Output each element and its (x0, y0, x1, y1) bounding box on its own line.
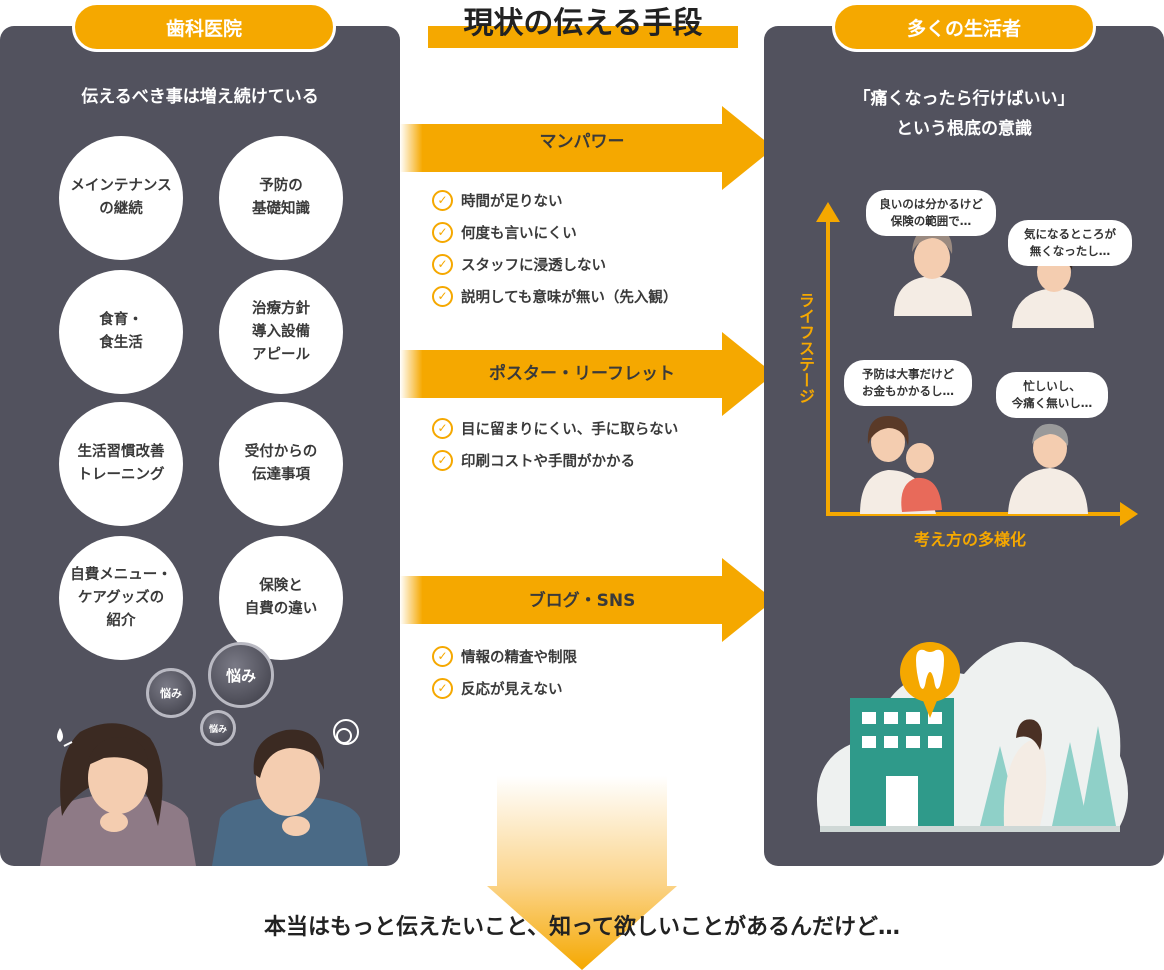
topic-circle: 受付からの 伝達事項 (219, 402, 343, 526)
issue-item: ✓反応が見えない (432, 672, 577, 704)
speech-bubble: 忙しいし、 今痛く無いし… (996, 372, 1108, 418)
issue-item: ✓情報の精査や制限 (432, 640, 577, 672)
axis-y-label: ライフステージ (796, 292, 815, 404)
clinic-label: 歯科医院 (72, 2, 336, 52)
issue-item: ✓スタッフに浸透しない (432, 248, 677, 280)
clinic-staff-illustration (40, 719, 368, 866)
speech-bubble: 気になるところが 無くなったし… (1008, 220, 1132, 266)
person-icon (860, 416, 942, 514)
method-label: ポスター・リーフレット (489, 364, 675, 384)
conclusion-text: 本当はもっと伝えたいこと、知って欲しいことがあるんだけど… (263, 915, 901, 940)
topic-circle: 治療方針 導入設備 アピール (219, 270, 343, 394)
topic-circle: 保険と 自費の違い (219, 536, 343, 660)
check-icon: ✓ (432, 189, 453, 211)
issue-list: ✓目に留まりにくい、手に取らない ✓印刷コストや手間がかかる (432, 412, 678, 476)
consumers-heading: 「痛くなったら行けばいい」 という根底の意識 (853, 89, 1075, 139)
check-icon: ✓ (432, 449, 453, 471)
tooth-icon (916, 649, 944, 689)
issue-item: ✓目に留まりにくい、手に取らない (432, 412, 678, 444)
speech-bubble: 予防は大事だけど お金もかかるし… (844, 360, 972, 406)
consumers-panel (764, 26, 1164, 866)
method-label: マンパワー (539, 132, 625, 152)
topic-circle: 生活習慣改善 トレーニング (59, 402, 183, 526)
method-arrow (400, 106, 774, 190)
check-icon: ✓ (432, 677, 453, 699)
consumers-label: 多くの生活者 (832, 2, 1096, 52)
check-icon: ✓ (432, 645, 453, 667)
issue-item: ✓説明しても意味が無い（先入観） (432, 280, 677, 312)
worry-bubble: 悩み (200, 710, 236, 746)
topic-circle: 予防の 基礎知識 (219, 136, 343, 260)
axis-x-label: 考え方の多様化 (913, 530, 1026, 549)
check-icon: ✓ (432, 285, 453, 307)
check-icon: ✓ (432, 417, 453, 439)
method-arrow (400, 558, 774, 642)
topic-circle: 食育・ 食生活 (59, 270, 183, 394)
worry-bubble: 悩み (208, 642, 274, 708)
issue-list: ✓時間が足りない ✓何度も言いにくい ✓スタッフに浸透しない ✓説明しても意味が… (432, 184, 677, 312)
check-icon: ✓ (432, 253, 453, 275)
person-icon (894, 227, 972, 316)
clinic-heading: 伝えるべき事は増え続けている (81, 87, 319, 107)
page-title: 現状の伝える手段 (428, 2, 738, 48)
topic-circle: 自費メニュー・ ケアグッズの 紹介 (59, 536, 183, 660)
method-arrow (400, 332, 774, 416)
speech-bubble: 良いのは分かるけど 保険の範囲で… (866, 190, 996, 236)
issue-item: ✓何度も言いにくい (432, 216, 677, 248)
method-label: ブログ・SNS (528, 591, 636, 611)
topic-circle: メインテナンス の継続 (59, 136, 183, 260)
worry-bubble: 悩み (146, 668, 196, 718)
consumers-illustration (816, 202, 1138, 832)
check-icon: ✓ (432, 221, 453, 243)
page-title-text: 現状の伝える手段 (463, 6, 703, 41)
issue-list: ✓情報の精査や制限 ✓反応が見えない (432, 640, 577, 704)
issue-item: ✓時間が足りない (432, 184, 677, 216)
issue-item: ✓印刷コストや手間がかかる (432, 444, 678, 476)
person-icon (1008, 423, 1088, 514)
down-arrow (487, 776, 677, 970)
